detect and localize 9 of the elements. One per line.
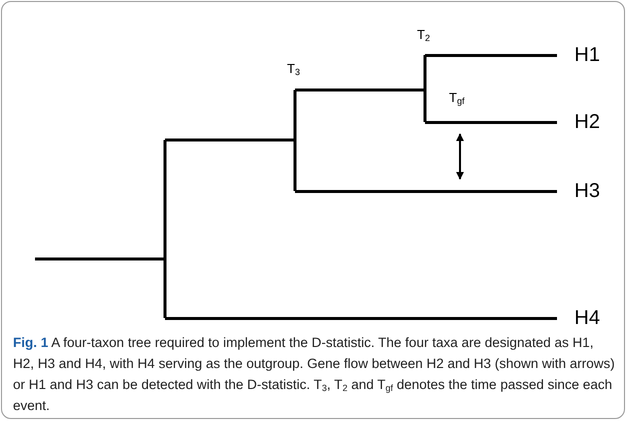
time-label: T$_{gf}$ bbox=[449, 91, 464, 104]
figure-caption: Fig. 1 A four-taxon tree required to implement the D-statistic. The four taxa are designated as H1, H2, H3 and H4, with H4 serving as the outgroup. Gene flow between H2 and H3 (shown with arrows) or H1 and H3 can be detected with the D-statistic. T$_{3}$, T$_{2}$ and T$_{gf}$ denotes the time passed since each event. bbox=[13, 334, 616, 415]
taxon-label: H1 bbox=[574, 45, 600, 65]
double-arrow bbox=[456, 133, 464, 180]
taxon-label: H4 bbox=[574, 308, 600, 328]
taxon-label: H2 bbox=[574, 112, 600, 132]
time-label: T$_{2}$ bbox=[417, 28, 430, 41]
time-label: T$_{3}$ bbox=[287, 62, 300, 75]
taxon-label: H3 bbox=[574, 181, 600, 201]
